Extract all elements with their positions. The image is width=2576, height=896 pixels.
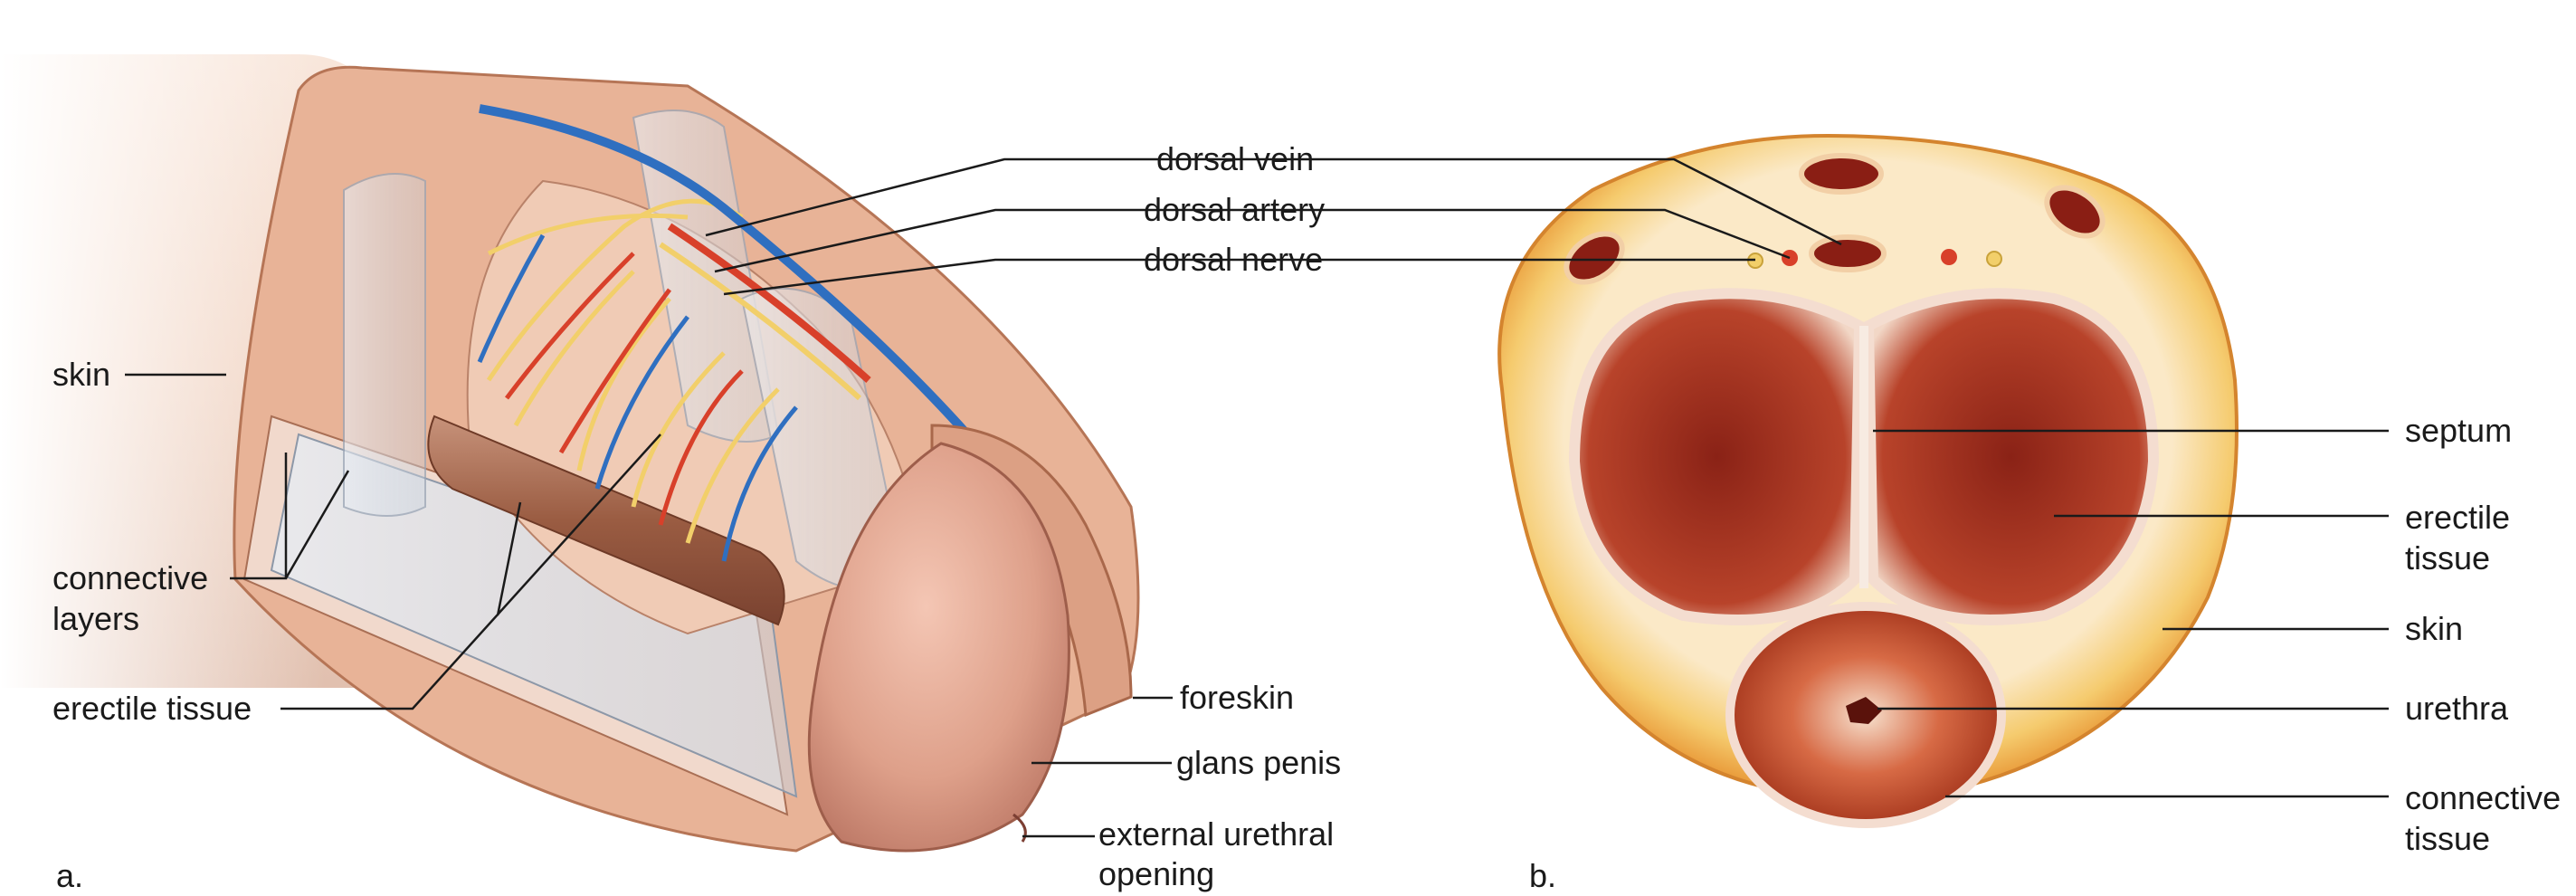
leader-dorsal-vein [705,157,1149,237]
dorsal-artery-right [1941,249,1957,265]
leader-erectile-tissue-a [280,434,661,710]
nerve-branches [486,198,780,544]
dorsal-nerve-right [1986,251,2002,267]
label-skin-b: skin [2405,610,2464,647]
corpus-cavernosum-left [1568,288,1866,625]
erectile-tissue-tube [427,415,785,626]
deep-dorsal-vein [1809,234,1887,272]
label-septum: septum [2405,412,2513,449]
artery-branches [505,252,744,526]
superficial-vein-top [1799,153,1884,195]
label-erectile-line1: erectile [2405,499,2511,536]
label-glans-penis: glans penis [1176,744,1342,781]
urethral-opening-mark [1012,813,1027,843]
label-urethra: urethra [2405,690,2509,727]
dorsal-nerve-path [659,242,862,401]
label-connective-layers-line1: connective [52,559,209,596]
label-external-urethral-line1: external urethral [1098,815,1335,853]
leader-lines [125,157,2389,838]
leader-dorsal-nerve [723,258,1133,296]
superficial-vein-right [2044,185,2105,239]
leader-dorsal-artery [714,208,1133,273]
glans-penis-shape [807,442,1070,853]
urethra-lumen [1846,697,1882,724]
vein-branches [477,234,798,562]
panel-b-illustration [1497,133,2239,828]
superficial-vein-left [1564,231,1625,285]
label-foreskin: foreskin [1180,679,1295,716]
leader-connective-layers [230,453,350,580]
leader-dorsal-artery-b [1133,208,1791,260]
label-external-urethral-line2: opening [1098,855,1215,892]
label-dorsal-nerve: dorsal nerve [1144,241,1324,278]
leader-dorsal-vein-b [1149,157,1842,246]
label-erectile-line2: tissue [2405,539,2491,577]
panel-a-illustration [0,0,1140,895]
panel-b-marker: b. [1529,857,1557,894]
label-erectile-tissue-a: erectile tissue [52,690,252,727]
label-connective-tissue-line1: connective [2405,779,2562,816]
label-dorsal-artery: dorsal artery [1144,191,1326,228]
label-skin-a: skin [52,356,111,393]
dorsal-artery-path [667,223,871,383]
label-dorsal-vein: dorsal vein [1156,140,1315,177]
label-connective-tissue-line2: tissue [2405,820,2491,857]
label-connective-layers-line2: layers [52,600,140,637]
panel-a-marker: a. [56,857,84,894]
corpus-cavernosum-right [1862,288,2160,625]
